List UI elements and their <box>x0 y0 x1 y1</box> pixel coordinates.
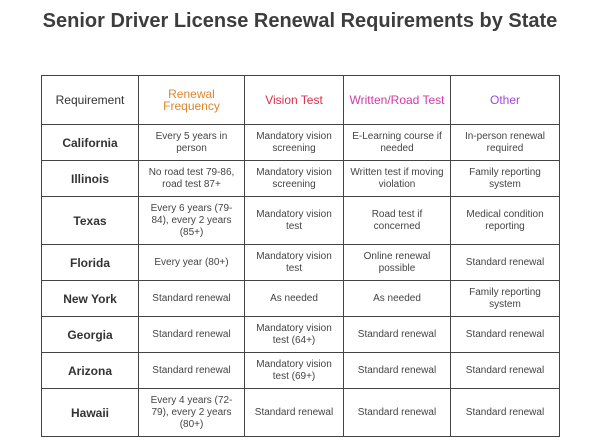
written-road-test-cell: Road test if concerned <box>343 196 451 245</box>
other-cell: Family reporting system <box>450 280 560 317</box>
header-requirement: Requirement <box>41 75 139 125</box>
renewal-frequency-cell: Every 4 years (72-79), every 2 years (80… <box>138 388 245 437</box>
written-road-test-cell: Written test if moving violation <box>343 160 451 197</box>
vision-test-cell: Mandatory vision screening <box>244 124 344 161</box>
renewal-frequency-cell: Standard renewal <box>138 316 245 353</box>
written-road-test-cell: Standard renewal <box>343 388 451 437</box>
renewal-frequency-cell: Every 6 years (79-84), every 2 years (85… <box>138 196 245 245</box>
written-road-test-cell: Standard renewal <box>343 316 451 353</box>
written-road-test-cell: Online renewal possible <box>343 244 451 281</box>
written-road-test-cell: E-Learning course if needed <box>343 124 451 161</box>
vision-test-cell: Mandatory vision test <box>244 196 344 245</box>
other-cell: Standard renewal <box>450 316 560 353</box>
state-cell: Georgia <box>41 316 139 353</box>
other-cell: Family reporting system <box>450 160 560 197</box>
state-cell: Arizona <box>41 352 139 389</box>
other-cell: Medical condition reporting <box>450 196 560 245</box>
other-cell: In-person renewal required <box>450 124 560 161</box>
renewal-frequency-cell: Every year (80+) <box>138 244 245 281</box>
renewal-frequency-cell: Every 5 years in person <box>138 124 245 161</box>
other-cell: Standard renewal <box>450 244 560 281</box>
vision-test-cell: Mandatory vision test (64+) <box>244 316 344 353</box>
renewal-frequency-cell: Standard renewal <box>138 280 245 317</box>
vision-test-cell: Standard renewal <box>244 388 344 437</box>
state-cell: Florida <box>41 244 139 281</box>
state-cell: Texas <box>41 196 139 245</box>
state-cell: Hawaii <box>41 388 139 437</box>
requirements-table: Requirement Renewal Frequency Vision Tes… <box>41 75 560 437</box>
other-cell: Standard renewal <box>450 352 560 389</box>
header-vision-test: Vision Test <box>244 75 344 125</box>
vision-test-cell: As needed <box>244 280 344 317</box>
header-row: Requirement Renewal Frequency Vision Tes… <box>41 75 560 125</box>
renewal-frequency-cell: Standard renewal <box>138 352 245 389</box>
state-cell: New York <box>41 280 139 317</box>
vision-test-cell: Mandatory vision screening <box>244 160 344 197</box>
vision-test-cell: Mandatory vision test <box>244 244 344 281</box>
header-other: Other <box>450 75 560 125</box>
renewal-frequency-cell: No road test 79-86, road test 87+ <box>138 160 245 197</box>
written-road-test-cell: As needed <box>343 280 451 317</box>
state-cell: California <box>41 124 139 161</box>
vision-test-cell: Mandatory vision test (69+) <box>244 352 344 389</box>
written-road-test-cell: Standard renewal <box>343 352 451 389</box>
header-written-road-test: Written/Road Test <box>343 75 451 125</box>
page-title: Senior Driver License Renewal Requiremen… <box>42 10 558 32</box>
header-renewal-frequency: Renewal Frequency <box>138 75 245 125</box>
other-cell: Standard renewal <box>450 388 560 437</box>
state-cell: Illinois <box>41 160 139 197</box>
